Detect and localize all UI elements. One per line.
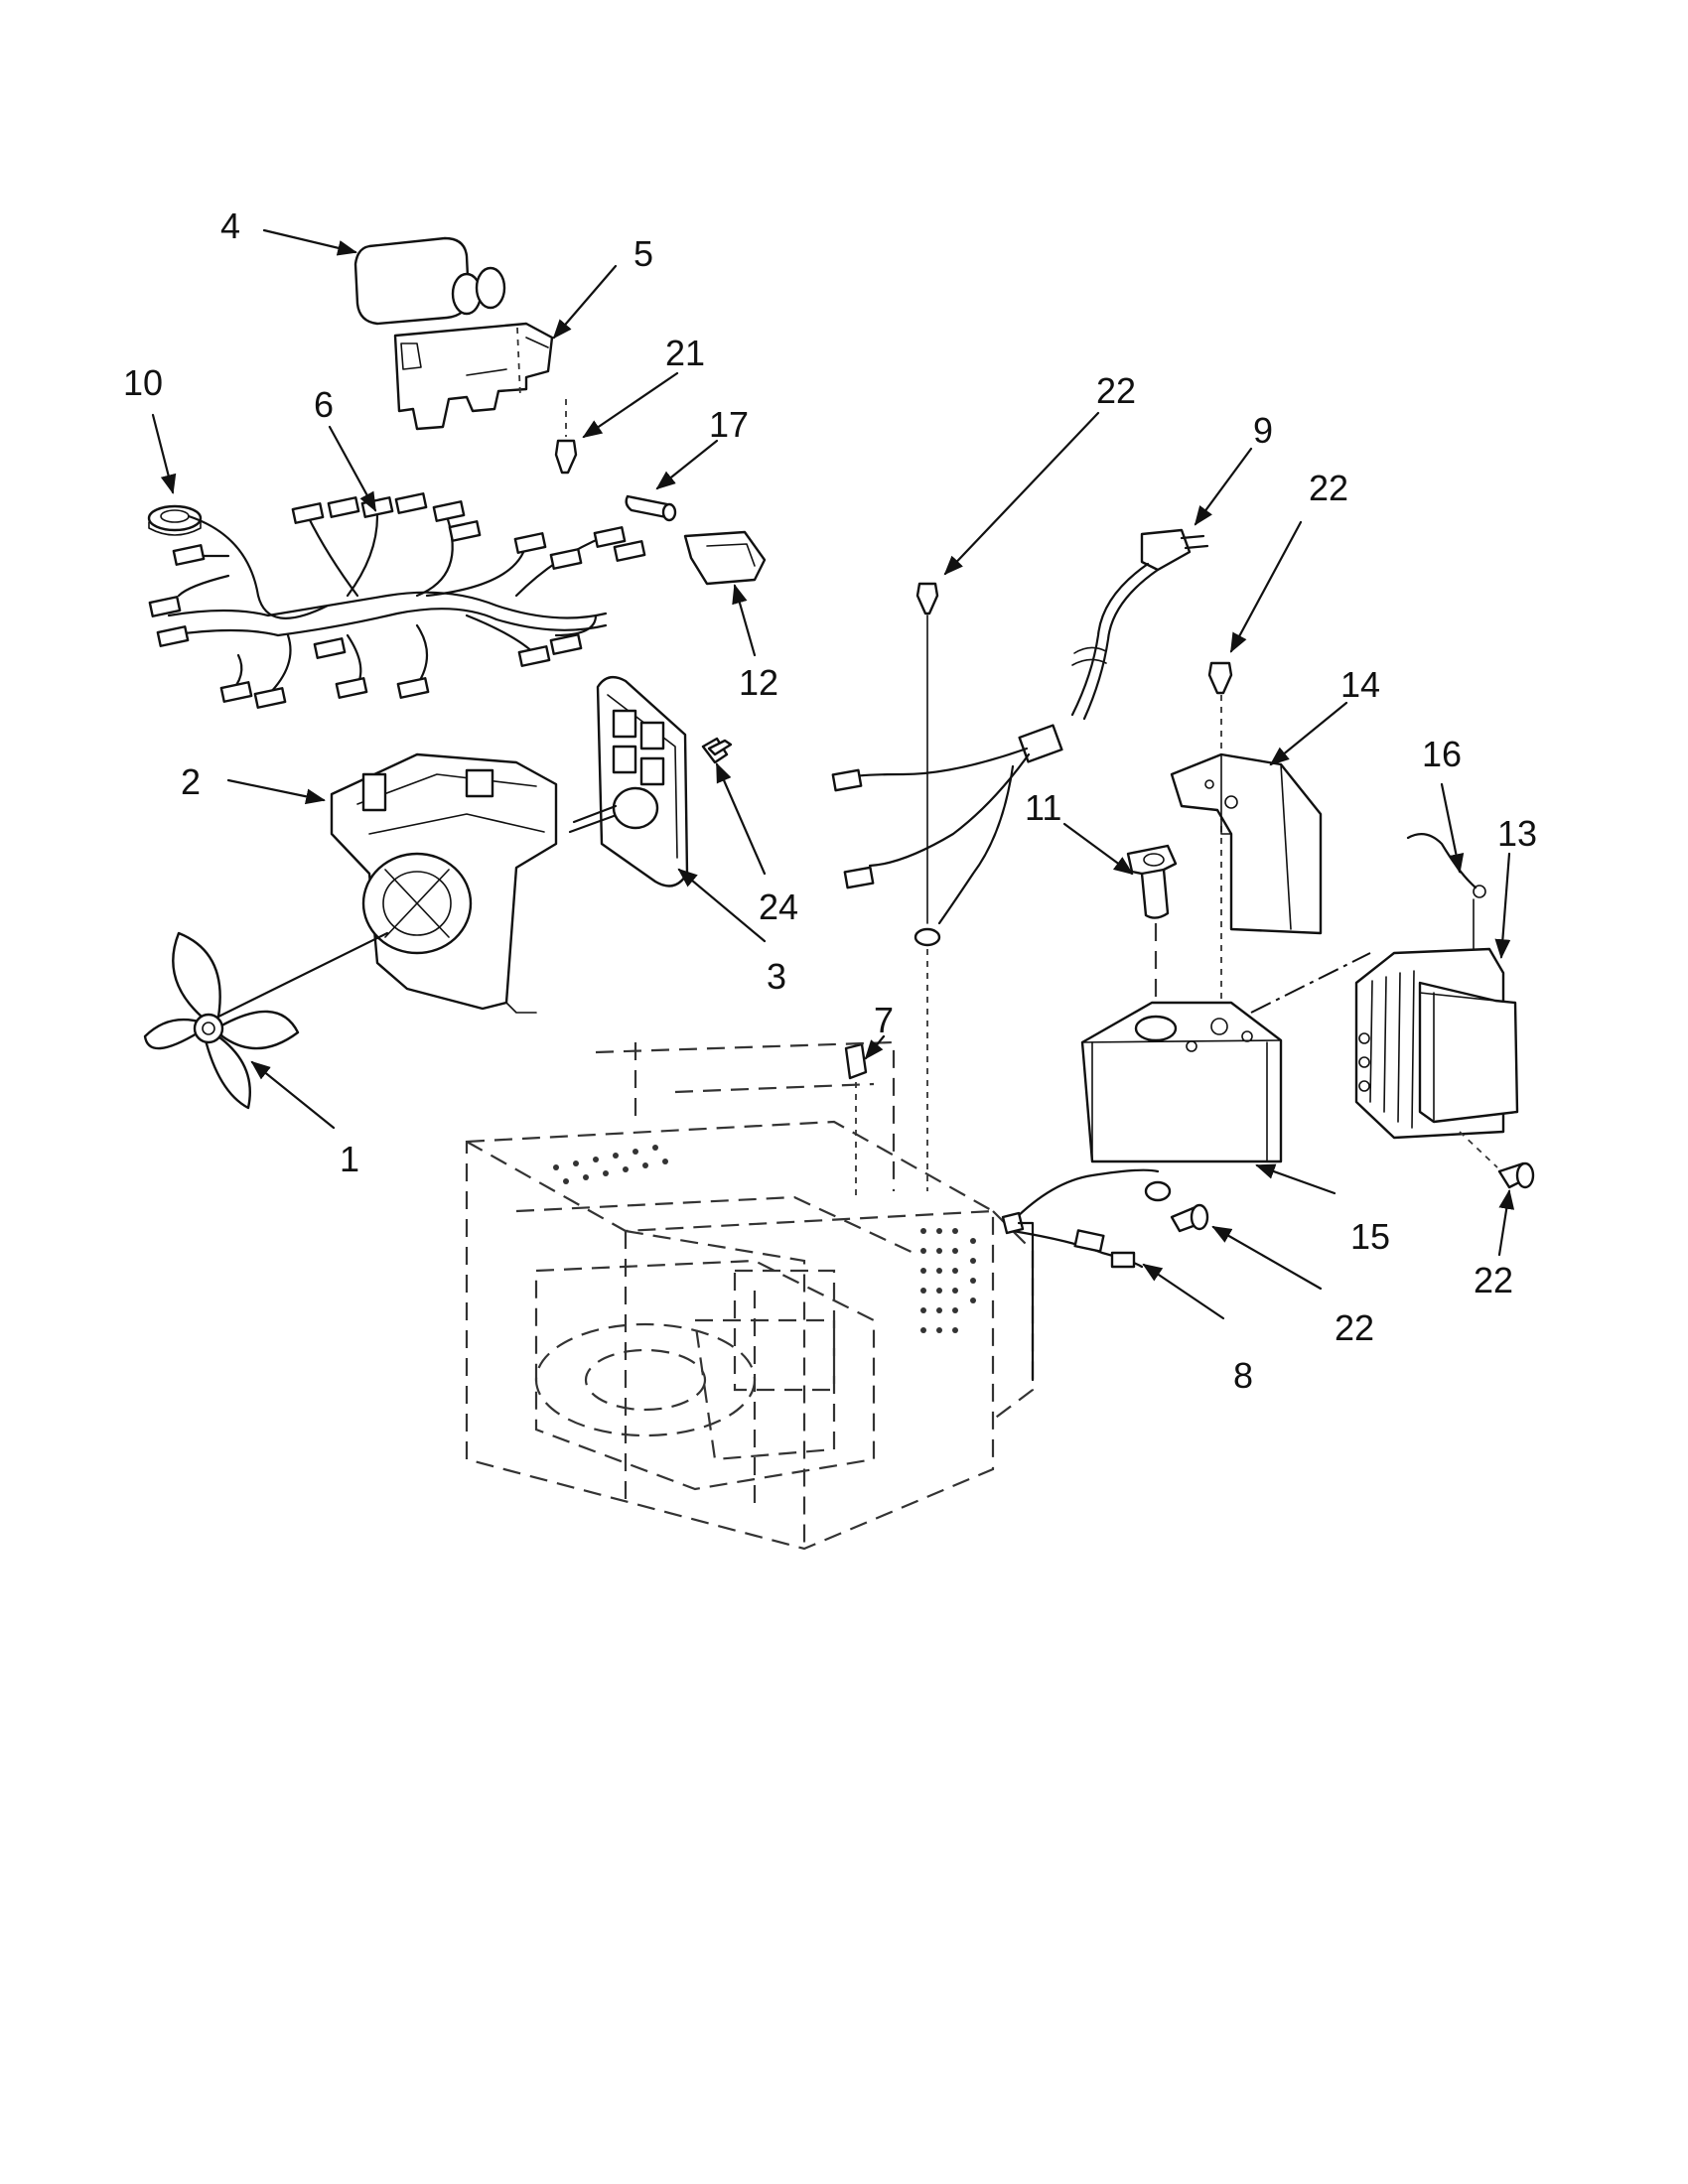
callout-24: 24 xyxy=(759,887,798,927)
callout-labels: 4 5 10 6 21 17 12 22 9 22 14 16 13 11 2 … xyxy=(123,205,1537,1396)
ground-wire-part xyxy=(1406,833,1486,964)
callout-22-right: 22 xyxy=(1474,1260,1513,1300)
callout-11: 11 xyxy=(1025,787,1061,828)
thermostat-part xyxy=(147,504,203,536)
wire-harness-part xyxy=(148,492,646,709)
callout-12: 12 xyxy=(739,662,778,703)
callout-14: 14 xyxy=(1340,664,1380,705)
callout-6: 6 xyxy=(314,384,334,425)
fuse-part xyxy=(625,494,677,522)
callout-3: 3 xyxy=(767,956,786,997)
callout-9: 9 xyxy=(1253,410,1273,451)
power-cord-part xyxy=(831,528,1209,925)
transformer-part xyxy=(1354,947,1519,1168)
callout-22-low: 22 xyxy=(1335,1307,1374,1348)
leader-lines xyxy=(151,228,1515,1320)
transformer-base-part xyxy=(1080,952,1371,1163)
callout-13: 13 xyxy=(1497,813,1537,854)
motor-screw-part xyxy=(701,737,733,764)
thermal-cutout-part xyxy=(1126,844,1178,1023)
fan-blade-part xyxy=(143,931,389,1110)
capacitor-part xyxy=(353,236,506,326)
callout-2: 2 xyxy=(181,761,201,802)
cabinet-outline xyxy=(465,1040,1035,1551)
callout-7: 7 xyxy=(874,1000,894,1040)
callout-10: 10 xyxy=(123,362,163,403)
callout-4: 4 xyxy=(220,205,240,246)
callout-8: 8 xyxy=(1233,1355,1253,1396)
callout-16: 16 xyxy=(1422,734,1462,774)
fan-bracket-part xyxy=(330,752,558,1014)
callout-15: 15 xyxy=(1350,1216,1390,1257)
capacitor-bracket-part xyxy=(393,322,554,431)
transformer-screw-part xyxy=(1497,1161,1535,1189)
switch-harness-part xyxy=(1001,1168,1172,1382)
cord-screw-part xyxy=(1170,1203,1209,1233)
fuse-holder-part xyxy=(683,530,767,586)
callout-1: 1 xyxy=(340,1139,359,1179)
callout-22-mid: 22 xyxy=(1309,468,1348,508)
screw-part xyxy=(554,399,578,475)
ground-screw-part xyxy=(914,582,941,1191)
transformer-bracket-part xyxy=(1170,752,1323,935)
clip-part xyxy=(844,1042,868,1201)
callout-21: 21 xyxy=(665,333,705,373)
callout-5: 5 xyxy=(633,233,653,274)
fan-motor-part xyxy=(568,675,689,887)
callout-17: 17 xyxy=(709,404,749,445)
callout-22-top: 22 xyxy=(1096,370,1136,411)
bracket-screw-part xyxy=(1207,661,1233,1023)
